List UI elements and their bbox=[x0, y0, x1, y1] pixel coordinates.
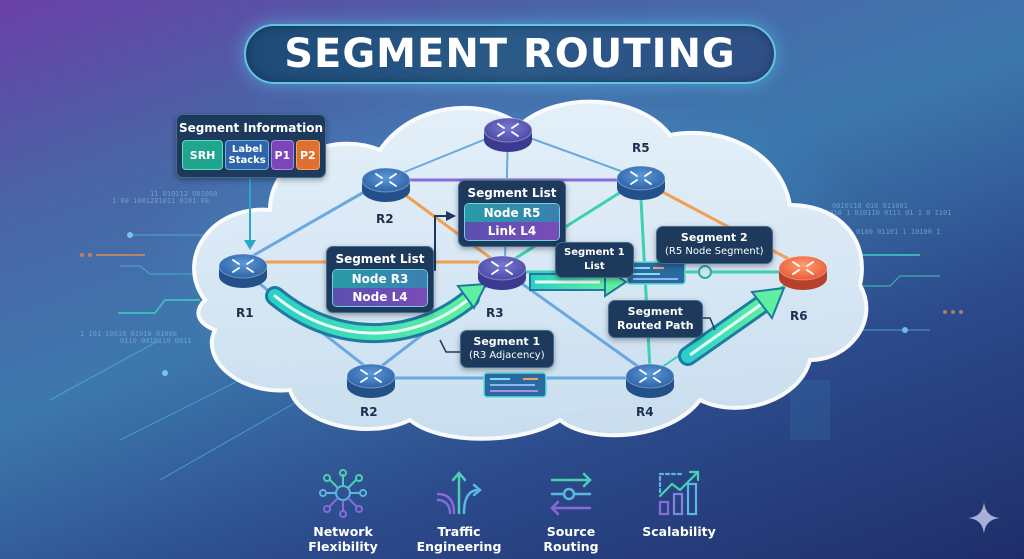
router-label-r5: R5 bbox=[632, 141, 650, 155]
router-label-r4: R4 bbox=[636, 405, 654, 419]
router-r1 bbox=[218, 253, 268, 288]
traffic-engineering-icon bbox=[436, 471, 482, 515]
feature-source-routing: Source Routing bbox=[516, 468, 626, 554]
router-r2-bottom bbox=[346, 363, 396, 398]
router-arrows-icon bbox=[792, 261, 814, 275]
sparkle-icon bbox=[968, 502, 1000, 534]
segment-list-item: Node R3 bbox=[333, 270, 427, 288]
svg-text:1 00 1001281011 0101 00: 1 00 1001281011 0101 00 bbox=[112, 197, 209, 205]
feature-label: Scalability bbox=[642, 524, 716, 539]
segment-list-r3: Segment List Node R5 Link L4 bbox=[458, 180, 566, 247]
router-r-top bbox=[483, 117, 533, 152]
router-r4 bbox=[625, 363, 675, 398]
chip-srh: SRH bbox=[182, 140, 224, 170]
router-r6 bbox=[778, 255, 828, 290]
feature-traffic-engineering: Traffic Engineering bbox=[404, 468, 514, 554]
segment-list-item: Node R5 bbox=[465, 204, 559, 222]
router-arrows-icon bbox=[491, 261, 513, 275]
router-arrows-icon bbox=[232, 259, 254, 273]
feature-network-flexibility: Network Flexibility bbox=[288, 468, 398, 554]
callout-subline: (R3 Adjacency) bbox=[469, 350, 545, 361]
feature-label: Flexibility bbox=[308, 539, 378, 554]
callout-segment1-list: Segment 1 List bbox=[555, 242, 634, 278]
source-routing-icon bbox=[550, 472, 592, 516]
svg-text:1 101 10010 01010 01000: 1 101 10010 01010 01000 bbox=[80, 330, 177, 338]
segment-path-arrow bbox=[678, 286, 786, 366]
callout-subline: (R5 Node Segment) bbox=[665, 246, 764, 257]
router-r2-top bbox=[361, 167, 411, 202]
segment-list-item: Link L4 bbox=[465, 222, 559, 240]
router-arrows-icon bbox=[639, 369, 661, 383]
router-label-r6: R6 bbox=[790, 309, 808, 323]
router-arrows-icon bbox=[497, 123, 519, 137]
chip-p1: P1 bbox=[271, 140, 294, 170]
router-label-r2-bottom: R2 bbox=[360, 405, 378, 419]
segment-path-arrow bbox=[265, 282, 488, 343]
network-flexibility-icon bbox=[319, 469, 367, 518]
router-label-r1: R1 bbox=[236, 306, 254, 320]
callout-line: Routed Path bbox=[617, 319, 694, 332]
svg-text:0110 0010110 0011: 0110 0010110 0011 bbox=[120, 337, 192, 345]
feature-label: Engineering bbox=[416, 539, 502, 554]
segment-list-r1: Segment List Node R3 Node L4 bbox=[326, 246, 434, 313]
callout-segment2: Segment 2 (R5 Node Segment) bbox=[656, 226, 773, 264]
callout-segment-routed-path: Segment Routed Path bbox=[608, 300, 703, 338]
router-arrows-icon bbox=[360, 369, 382, 383]
callout-line: List bbox=[584, 261, 605, 272]
router-arrows-icon bbox=[375, 173, 397, 187]
callout-line: Segment 1 bbox=[564, 247, 625, 258]
callout-line: Segment 1 bbox=[473, 335, 541, 348]
title-banner: SEGMENT ROUTING bbox=[244, 24, 776, 84]
feature-label: Routing bbox=[543, 539, 599, 554]
svg-text:11 010112 001060: 11 010112 001060 bbox=[150, 190, 217, 198]
feature-label: Traffic bbox=[437, 524, 481, 539]
scalability-icon bbox=[658, 470, 700, 516]
svg-text:0010110 010 011001: 0010110 010 011001 bbox=[832, 202, 908, 210]
router-arrows-icon bbox=[630, 171, 652, 185]
segment-list-header: Segment List bbox=[467, 186, 557, 200]
segment-list-item: Node L4 bbox=[333, 288, 427, 306]
callout-line: Segment bbox=[627, 305, 683, 318]
feature-scalability: Scalability bbox=[624, 468, 734, 539]
packet-icon bbox=[626, 261, 686, 285]
router-label-r3: R3 bbox=[486, 306, 504, 320]
router-r5 bbox=[616, 165, 666, 200]
packet-icon bbox=[483, 372, 547, 398]
feature-label: Source bbox=[546, 524, 596, 539]
svg-text:1111 0100 01101 1 10100 1: 1111 0100 01101 1 10100 1 bbox=[835, 228, 940, 236]
chip-p2: P2 bbox=[295, 140, 320, 170]
segment-information-header: Segment Information bbox=[178, 121, 324, 135]
router-r3 bbox=[477, 255, 527, 290]
svg-text:1010 1 010110 0111 01 1 0 110: 1010 1 010110 0111 01 1 0 1101 bbox=[825, 209, 951, 217]
router-label-r2-top: R2 bbox=[376, 212, 394, 226]
page-title: SEGMENT ROUTING bbox=[284, 31, 736, 77]
callout-segment1-adjacency: Segment 1 (R3 Adjacency) bbox=[460, 330, 554, 368]
callout-line: Segment 2 bbox=[680, 231, 748, 244]
segment-information-panel: Segment Information SRH Label Stacks P1 … bbox=[176, 114, 326, 178]
segment-list-header: Segment List bbox=[335, 252, 425, 266]
chip-label-stacks: Label Stacks bbox=[225, 140, 270, 170]
feature-label: Network bbox=[313, 524, 373, 539]
